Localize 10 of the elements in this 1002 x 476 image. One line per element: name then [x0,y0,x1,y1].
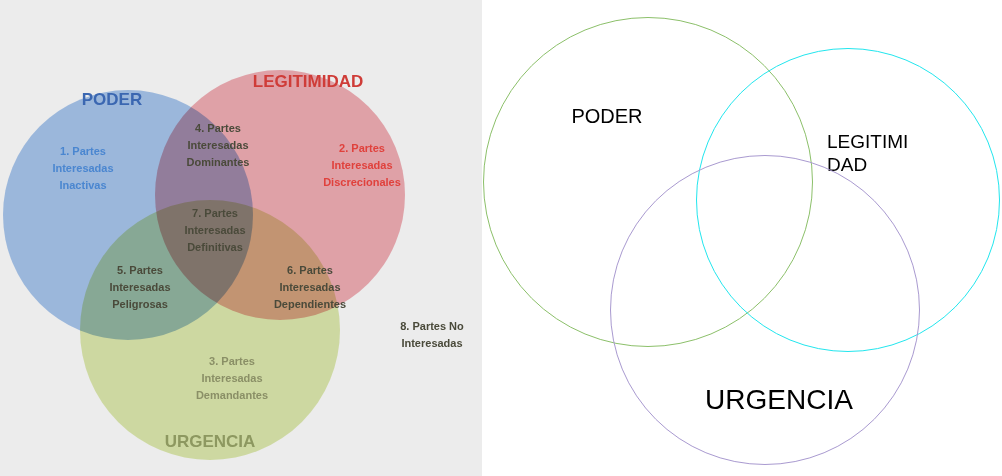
circle-title: LEGITIMI DAD [827,131,910,177]
circle-title: URGENCIA [705,384,853,416]
region-label: 2. Partes Interesadas Discrecionales [322,141,402,191]
region-label: 5. Partes Interesadas Peligrosas [108,263,172,313]
region-label: 8. Partes No Interesadas [399,319,465,352]
region-label: 3. Partes Interesadas Demandantes [194,354,270,404]
region-label: 1. Partes Interesadas Inactivas [51,144,115,194]
circle-title: PODER [571,105,643,128]
circle-title: URGENCIA [164,432,256,452]
circle-title: PODER [81,90,143,110]
